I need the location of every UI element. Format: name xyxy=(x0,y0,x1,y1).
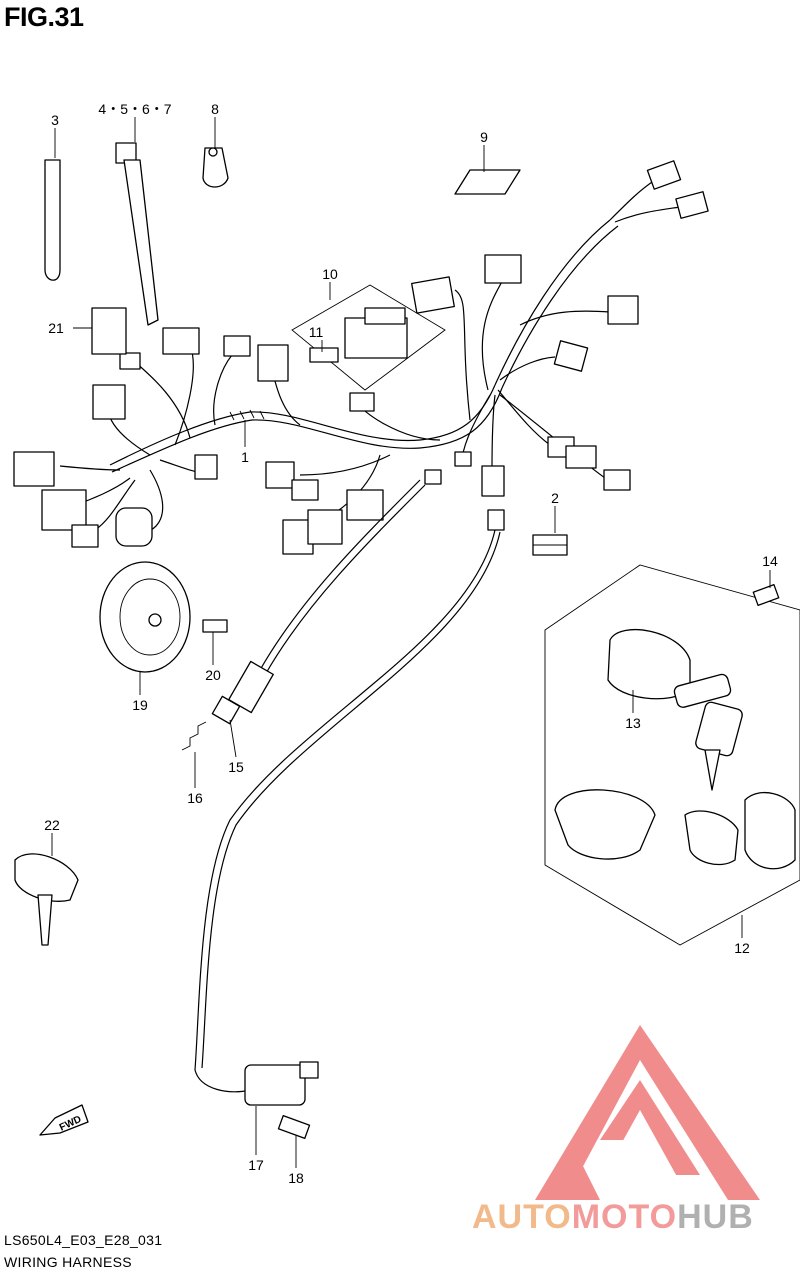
leader-lines xyxy=(51,117,771,1168)
watermark-logo xyxy=(535,1025,760,1200)
figure-code: LS650L4_E03_E28_031 xyxy=(4,1232,163,1248)
callout-22: 22 xyxy=(44,817,60,833)
part-17-rear-switch xyxy=(194,529,501,1140)
callout-8: 8 xyxy=(211,101,219,117)
callout-21: 21 xyxy=(48,320,64,336)
callout-9: 9 xyxy=(480,129,488,145)
callout-10: 10 xyxy=(322,266,338,282)
callout-numbers: 3 4・5・6・7 8 9 10 11 21 1 2 14 13 12 15 1… xyxy=(44,101,778,1186)
part-3-clamp-band xyxy=(44,159,61,281)
callout-20: 20 xyxy=(205,667,221,683)
callout-13: 13 xyxy=(625,715,641,731)
part-19-horn xyxy=(99,561,191,673)
part-9-label xyxy=(454,169,521,195)
part-21-relay xyxy=(91,307,127,355)
part-16-spring xyxy=(181,721,207,751)
callout-12: 12 xyxy=(734,940,750,956)
callout-4-5-6-7: 4・5・6・7 xyxy=(98,101,171,117)
part-2-resistor xyxy=(532,534,568,556)
part-10-fuse-box xyxy=(291,284,446,391)
brand-part-moto: MOTO xyxy=(571,1198,678,1236)
callout-11: 11 xyxy=(309,324,324,340)
fwd-arrow: FWD xyxy=(39,1104,89,1136)
callout-15: 15 xyxy=(228,759,244,775)
callout-2: 2 xyxy=(551,490,559,506)
brand-part-hub: HUB xyxy=(677,1198,754,1236)
part-14-screw xyxy=(752,584,780,606)
part-8-clamp xyxy=(202,147,229,188)
callout-18: 18 xyxy=(288,1170,304,1186)
callout-14: 14 xyxy=(762,553,778,569)
callout-17: 17 xyxy=(248,1157,264,1173)
callout-3: 3 xyxy=(51,112,59,128)
callout-1: 1 xyxy=(241,449,249,465)
brand-wordmark: AUTOMOTOHUB xyxy=(472,1198,754,1237)
figure-name: WIRING HARNESS xyxy=(4,1254,132,1270)
part-20-bolt xyxy=(202,619,228,633)
part-12-lock-set xyxy=(544,564,800,946)
callout-16: 16 xyxy=(187,790,203,806)
figure-title: FIG.31 xyxy=(4,2,84,32)
part-4-7-cable-tie xyxy=(115,142,159,326)
callout-19: 19 xyxy=(132,697,148,713)
part-15-switch-cable xyxy=(211,479,426,725)
harness-connectors xyxy=(13,160,709,555)
brand-part-auto: AUTO xyxy=(472,1198,572,1236)
part-22-key xyxy=(14,853,79,946)
